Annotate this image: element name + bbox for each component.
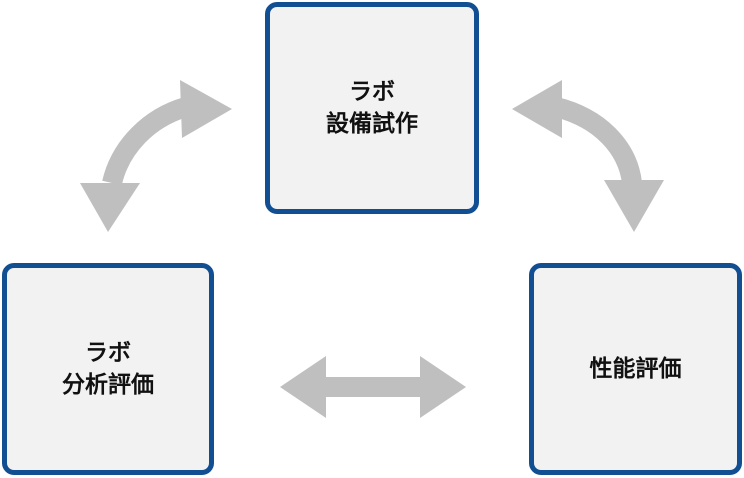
node-top-line1: ラボ — [349, 79, 395, 105]
arrow-top-right-icon — [512, 80, 664, 232]
node-top-line2: 設備試作 — [326, 111, 418, 137]
node-left-line1: ラボ — [85, 340, 131, 366]
node-performance-evaluation: 性能評価 — [529, 263, 742, 475]
node-left-line2: 分析評価 — [62, 372, 154, 398]
node-lab-equipment-prototyping: ラボ 設備試作 — [265, 2, 479, 214]
arrow-bottom-icon — [280, 356, 466, 418]
node-right-line1: 性能評価 — [589, 356, 682, 382]
arrow-top-left-icon — [80, 80, 232, 232]
node-lab-analysis-evaluation: ラボ 分析評価 — [2, 263, 214, 475]
